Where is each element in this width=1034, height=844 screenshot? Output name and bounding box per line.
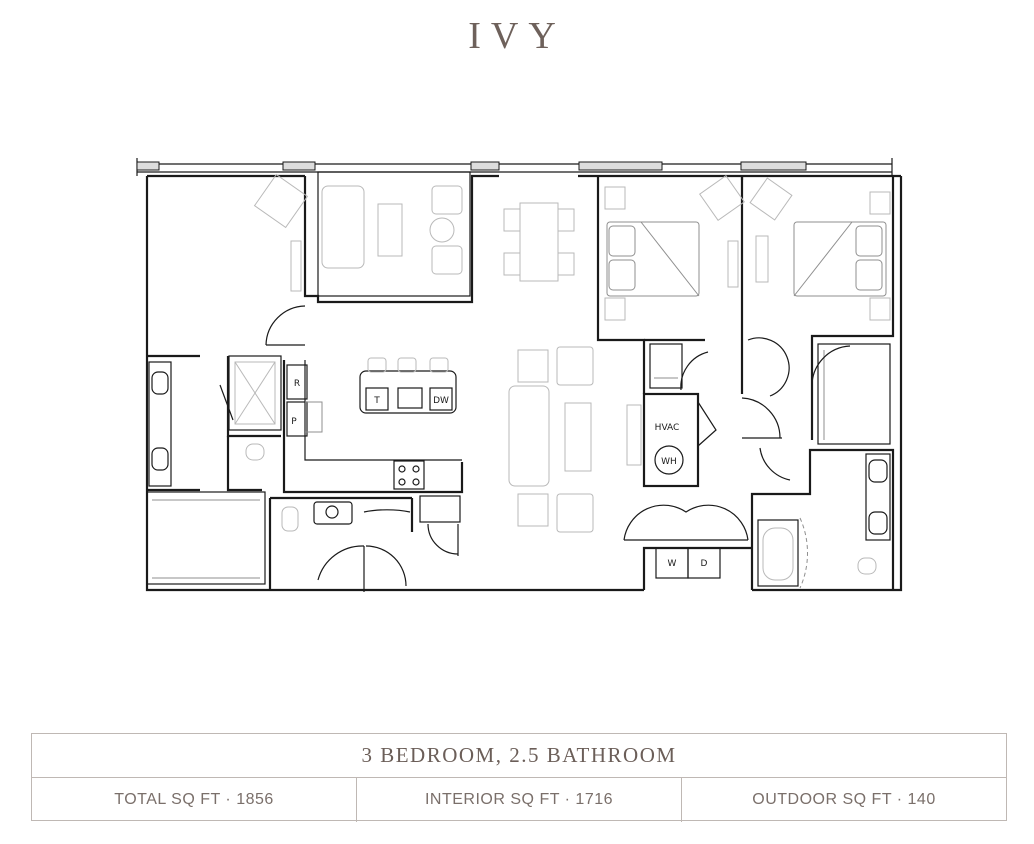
trash-label: T: [373, 396, 380, 406]
living-furniture: [253, 173, 642, 533]
bath-2: [750, 448, 895, 590]
dryer-label: D: [701, 559, 708, 569]
outdoor-sqft-label: OUTDOOR SQ FT: [752, 791, 892, 808]
hvac-label: HVAC: [655, 423, 680, 433]
total-sqft-value: 1856: [236, 791, 274, 808]
interior-sqft-label: INTERIOR SQ FT: [424, 791, 560, 808]
unit-stats-row: TOTAL SQ FT · 1856 INTERIOR SQ FT · 1716…: [32, 778, 1006, 822]
unit-summary: 3 BEDROOM, 2.5 BATHROOM: [32, 734, 1006, 778]
total-sqft-label: TOTAL SQ FT: [114, 791, 221, 808]
kitchen-island: T DW: [359, 357, 457, 414]
bedroom-2: [596, 175, 745, 394]
unit-info-table: 3 BEDROOM, 2.5 BATHROOM TOTAL SQ FT · 18…: [31, 733, 1007, 822]
washer-label: W: [668, 559, 677, 569]
exterior-walls: [145, 174, 903, 592]
pantry-label: P: [291, 417, 297, 427]
primary-bath: [146, 354, 282, 585]
window-strip: [136, 158, 893, 176]
water-heater-label: WH: [661, 457, 677, 467]
bedroom-3: [740, 176, 895, 445]
kitchen-counters: R P: [282, 360, 464, 494]
refrigerator-label: R: [294, 379, 300, 389]
dishwasher-label: DW: [433, 396, 449, 406]
outdoor-sqft-value: 140: [907, 791, 936, 808]
floor-plan: T DW R P: [136, 158, 903, 592]
laundry: W D: [623, 504, 749, 579]
total-sqft-cell: TOTAL SQ FT · 1856: [114, 791, 274, 808]
interior-sqft-value: 1716: [575, 791, 614, 808]
outdoor-sqft-cell: OUTDOOR SQ FT · 140: [681, 778, 1006, 822]
balcony: [317, 171, 471, 297]
plan-title: IVY: [468, 15, 566, 57]
entry-powder: [265, 305, 461, 592]
interior-sqft-cell: INTERIOR SQ FT · 1716: [356, 778, 681, 822]
hall-utility: HVAC WH: [642, 392, 791, 488]
